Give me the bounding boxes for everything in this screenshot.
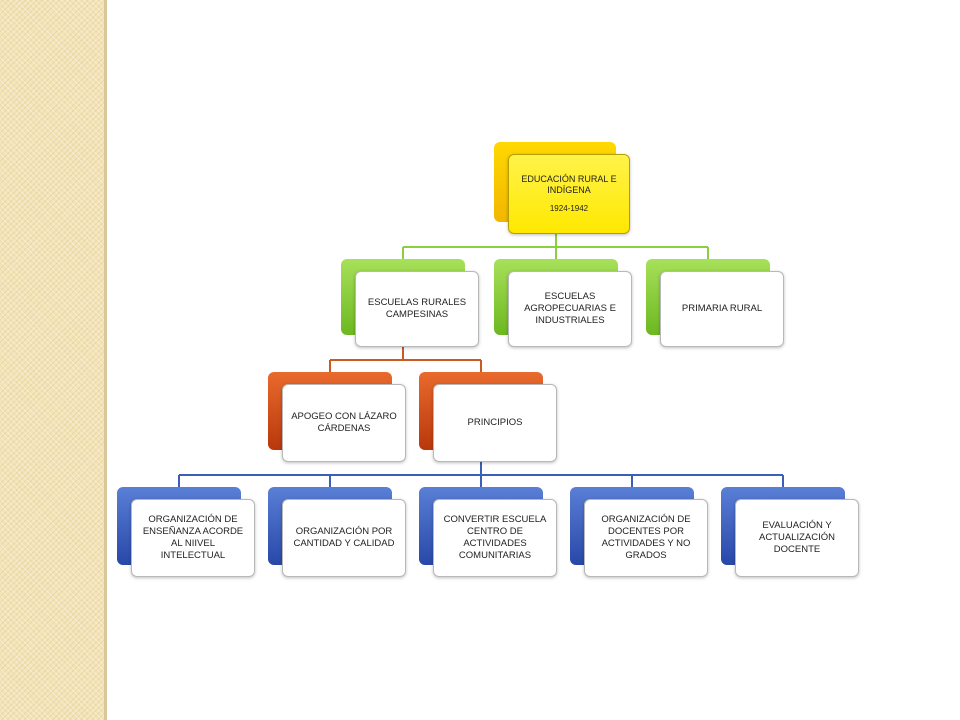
node-card: ORGANIZACIÓN DE DOCENTES POR ACTIVIDADES… [584, 499, 708, 577]
node-label: APOGEO CON LÁZARO CÁRDENAS [291, 411, 397, 434]
node-escuelas-agropecuarias: ESCUELAS AGROPECUARIAS E INDUSTRIALES [494, 259, 632, 347]
node-card: ESCUELAS AGROPECUARIAS E INDUSTRIALES [508, 271, 632, 347]
node-card: ORGANIZACIÓN POR CANTIDAD Y CALIDAD [282, 499, 406, 577]
root-node: EDUCACIÓN RURAL E INDÍGENA 1924-1942 [494, 142, 630, 234]
root-title: EDUCACIÓN RURAL E INDÍGENA [521, 173, 617, 195]
node-primaria-rural: PRIMARIA RURAL [646, 259, 784, 347]
decorative-side-band [0, 0, 104, 720]
node-card: PRINCIPIOS [433, 384, 557, 462]
node-label: ESCUELAS AGROPECUARIAS E INDUSTRIALES [524, 291, 616, 326]
node-card: APOGEO CON LÁZARO CÁRDENAS [282, 384, 406, 462]
node-organizacion-docentes: ORGANIZACIÓN DE DOCENTES POR ACTIVIDADES… [570, 487, 708, 577]
root-node-card: EDUCACIÓN RURAL E INDÍGENA 1924-1942 [508, 154, 630, 234]
node-label: ORGANIZACIÓN DE ENSEÑANZA ACORDE AL NIIV… [142, 514, 244, 561]
connectors-level3 [178, 462, 784, 487]
side-divider [104, 0, 107, 720]
node-label: PRIMARIA RURAL [681, 303, 763, 315]
node-label: PRINCIPIOS [467, 417, 523, 429]
connectors-level1 [402, 234, 709, 259]
node-label: ESCUELAS RURALES CAMPESINAS [367, 297, 467, 320]
node-apogeo-lazaro-cardenas: APOGEO CON LÁZARO CÁRDENAS [268, 372, 406, 462]
node-label: CONVERTIR ESCUELA CENTRO DE ACTIVIDADES … [443, 514, 547, 561]
node-card: EVALUACIÓN Y ACTUALIZACIÓN DOCENTE [735, 499, 859, 577]
connectors-level2 [329, 347, 482, 372]
node-convertir-escuela: CONVERTIR ESCUELA CENTRO DE ACTIVIDADES … [419, 487, 557, 577]
node-card: PRIMARIA RURAL [660, 271, 784, 347]
node-label: EVALUACIÓN Y ACTUALIZACIÓN DOCENTE [758, 520, 835, 555]
node-label: ORGANIZACIÓN DE DOCENTES POR ACTIVIDADES… [601, 514, 691, 561]
node-escuelas-rurales-campesinas: ESCUELAS RURALES CAMPESINAS [341, 259, 479, 347]
node-organizacion-cantidad-calidad: ORGANIZACIÓN POR CANTIDAD Y CALIDAD [268, 487, 406, 577]
node-evaluacion-docente: EVALUACIÓN Y ACTUALIZACIÓN DOCENTE [721, 487, 859, 577]
node-principios: PRINCIPIOS [419, 372, 557, 462]
node-card: ORGANIZACIÓN DE ENSEÑANZA ACORDE AL NIIV… [131, 499, 255, 577]
node-label: ORGANIZACIÓN POR CANTIDAD Y CALIDAD [293, 526, 395, 549]
node-card: CONVERTIR ESCUELA CENTRO DE ACTIVIDADES … [433, 499, 557, 577]
node-organizacion-ensenanza: ORGANIZACIÓN DE ENSEÑANZA ACORDE AL NIIV… [117, 487, 255, 577]
root-years: 1924-1942 [549, 204, 589, 214]
node-card: ESCUELAS RURALES CAMPESINAS [355, 271, 479, 347]
